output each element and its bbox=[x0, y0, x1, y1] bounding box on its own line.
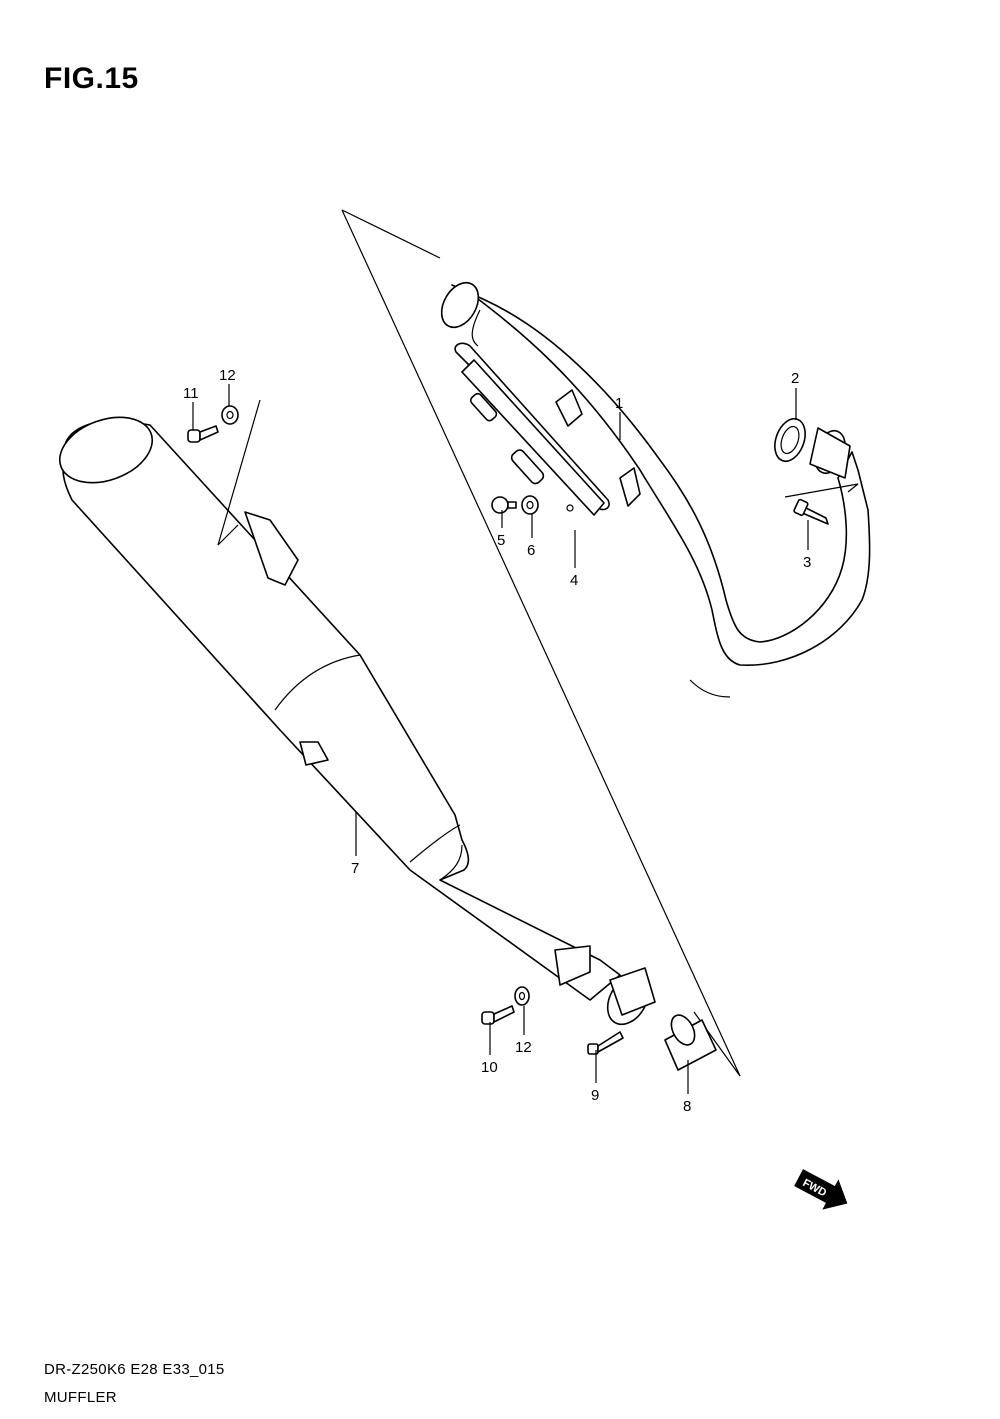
connector-pipe[interactable] bbox=[664, 1011, 717, 1071]
callout-8: 8 bbox=[683, 1098, 691, 1115]
upper-muffler-washer[interactable] bbox=[221, 405, 239, 425]
callout-1: 1 bbox=[615, 395, 623, 412]
callout-12-upper: 12 bbox=[219, 367, 236, 384]
muffler-guide-mark bbox=[217, 399, 261, 546]
callout-11: 11 bbox=[183, 385, 199, 402]
callout-2: 2 bbox=[791, 370, 799, 387]
muffler[interactable] bbox=[51, 405, 657, 1031]
section-name: MUFFLER bbox=[44, 1389, 117, 1406]
callout-10: 10 bbox=[481, 1059, 498, 1076]
lower-muffler-washer[interactable] bbox=[514, 986, 530, 1006]
pipe-bolt[interactable] bbox=[793, 498, 829, 525]
figure-title: FIG.15 bbox=[44, 62, 139, 95]
gasket[interactable] bbox=[769, 415, 810, 466]
callout-9: 9 bbox=[591, 1087, 599, 1104]
lower-muffler-bolt[interactable] bbox=[481, 1005, 515, 1025]
heat-guard-plate[interactable] bbox=[454, 342, 641, 516]
callout-12-lower: 12 bbox=[515, 1039, 532, 1056]
leader-lines bbox=[192, 384, 809, 1094]
forward-arrow-icon: FWD bbox=[794, 1169, 848, 1210]
model-code: DR-Z250K6 E28 E33_015 bbox=[44, 1361, 225, 1378]
guard-bolt[interactable] bbox=[491, 496, 517, 514]
callout-4: 4 bbox=[570, 572, 578, 589]
exhaust-pipe[interactable] bbox=[434, 276, 871, 698]
callout-6: 6 bbox=[527, 542, 535, 559]
clamp-bolt[interactable] bbox=[587, 1031, 624, 1055]
upper-muffler-bolt[interactable] bbox=[187, 425, 219, 443]
guard-washer[interactable] bbox=[521, 495, 539, 515]
callout-7: 7 bbox=[351, 860, 359, 877]
callout-3: 3 bbox=[803, 554, 811, 571]
bolt-guide-mark bbox=[784, 483, 859, 498]
callout-5: 5 bbox=[497, 532, 505, 549]
